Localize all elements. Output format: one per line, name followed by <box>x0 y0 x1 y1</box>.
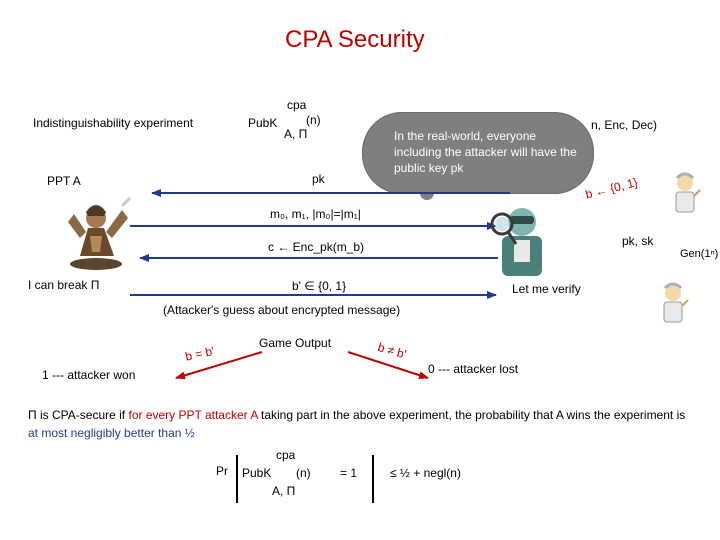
game-output-label: Game Output <box>259 336 332 350</box>
pubk-n: (n) <box>306 113 321 127</box>
definition-paragraph: Π is CPA-secure if for every PPT attacke… <box>28 406 688 442</box>
callout-text: In the real-world, everyone including th… <box>394 129 577 175</box>
b-guess-label: b' ∈ {0, 1} <box>292 279 347 293</box>
formula-eq: = 1 <box>340 466 358 480</box>
pk-label: pk <box>312 172 325 186</box>
formula-sub: A, Π <box>272 484 296 498</box>
page-title: CPA Security <box>285 26 425 53</box>
attacker-won-label: 1 --- attacker won <box>42 368 136 382</box>
formula-le: ≤ ½ + negl(n) <box>390 466 461 480</box>
pubk-superscript: cpa <box>287 98 307 112</box>
definition-part-3: taking part in the above experiment, the… <box>261 408 686 422</box>
won-arrow <box>175 351 263 380</box>
formula-pr: Pr <box>216 464 228 478</box>
formula-bracket-left <box>236 455 238 503</box>
gen-label: Gen(1ⁿ) <box>680 248 719 260</box>
lost-arrow <box>347 351 429 380</box>
i-can-break-label: I can break Π <box>28 278 100 292</box>
ppt-a-label: PPT A <box>47 174 81 188</box>
pk-sk-label: pk, sk <box>622 234 654 248</box>
formula-n: (n) <box>296 466 311 480</box>
definition-part-4: at most negligibly better than ½ <box>28 426 195 440</box>
attackers-guess-label: (Attacker's guess about encrypted messag… <box>163 303 401 317</box>
pubk-name: PubK <box>248 116 278 130</box>
callout-bubble <box>362 112 594 194</box>
attacker-lost-label: 0 --- attacker lost <box>428 362 519 376</box>
definition-part-1: Π is CPA-secure if <box>28 408 126 422</box>
formula-cpa: cpa <box>276 448 296 462</box>
referee-icon-top <box>675 172 701 213</box>
challenger-scientist-icon <box>490 208 542 276</box>
ciphertext-label: c ← Enc_pk(m_b) <box>268 240 365 254</box>
messages-label: m₀, m₁, |m₀|=|m₁| <box>270 207 361 221</box>
attacker-warrior-icon <box>68 196 132 270</box>
experiment-label: Indistinguishability experiment <box>33 116 194 130</box>
let-me-verify-label: Let me verify <box>512 282 581 296</box>
formula-pubk: PubK <box>242 466 272 480</box>
referee-icon-bottom <box>663 282 689 323</box>
pubk-subscript: A, Π <box>284 127 308 141</box>
formula-bracket-right <box>372 455 374 503</box>
scheme-tuple: n, Enc, Dec) <box>591 118 658 132</box>
definition-part-2: for every PPT attacker A <box>128 408 258 422</box>
